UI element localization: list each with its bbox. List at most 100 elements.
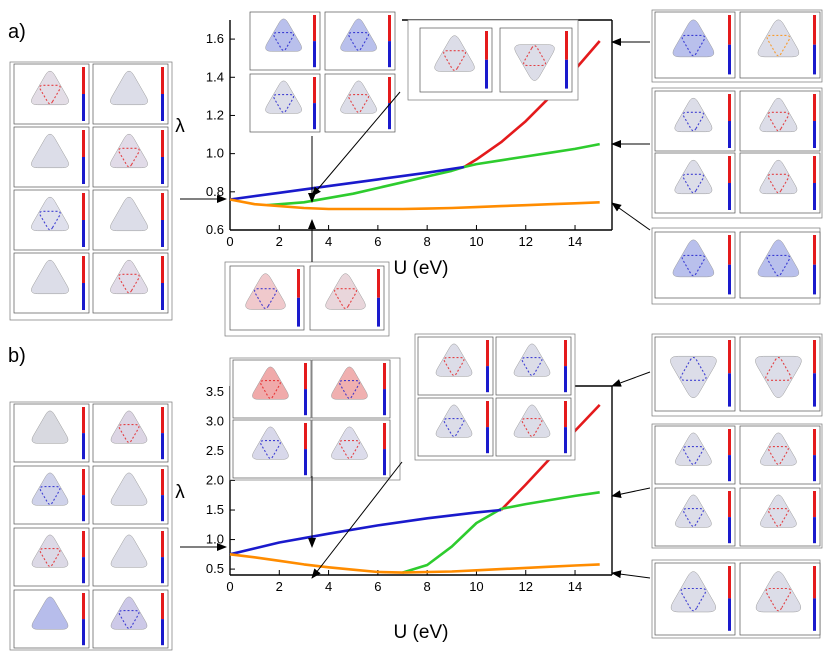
colorbar-top — [82, 407, 85, 434]
inset-pattern — [523, 45, 547, 67]
inset-colorbar — [161, 193, 164, 247]
inset-triangle — [513, 404, 551, 438]
inset-triangle — [110, 410, 148, 444]
inset-colorbar — [161, 469, 164, 522]
y-tick-label: 2.0 — [206, 473, 224, 488]
colorbar-bottom — [728, 44, 731, 75]
inset-map — [654, 152, 736, 214]
series-line-1 — [402, 491, 600, 574]
inset-pattern — [118, 273, 140, 294]
inset-triangle — [331, 366, 368, 400]
pointer-arrow — [611, 371, 651, 387]
y-tick-label: 1.6 — [206, 31, 224, 46]
inset-pattern — [39, 210, 61, 231]
inset-colorbar — [313, 77, 316, 130]
inset-pattern — [254, 288, 277, 309]
inset-triangle — [760, 494, 797, 528]
inset-triangle — [340, 80, 377, 114]
colorbar-top — [813, 235, 816, 265]
inset-pattern — [767, 111, 790, 132]
colorbar-bottom — [304, 389, 307, 416]
y-tick-label: 1.0 — [206, 532, 224, 547]
colorbar-bottom — [564, 427, 567, 454]
inset-colorbar — [304, 363, 307, 416]
y-tick-label: 0.6 — [206, 222, 224, 237]
inset-map — [654, 336, 736, 412]
inset-map — [654, 425, 736, 485]
inset-map — [739, 562, 821, 636]
x-tick-label: 14 — [568, 579, 582, 594]
inset-colorbar — [82, 67, 85, 121]
inset-triangle — [514, 44, 555, 81]
series-line-2 — [229, 508, 502, 556]
series-line-3 — [229, 198, 600, 211]
colorbar-top — [485, 31, 488, 60]
inset-colorbar — [813, 15, 816, 75]
inset-pattern — [682, 173, 705, 194]
colorbar-bottom — [161, 495, 164, 522]
colorbar-top — [82, 193, 85, 220]
colorbar-bottom — [313, 41, 316, 68]
colorbar-top — [313, 15, 316, 42]
colorbar-top — [82, 67, 85, 94]
inset-map — [13, 189, 90, 251]
colorbar-bottom — [813, 121, 816, 148]
x-tick-label: 2 — [276, 579, 283, 594]
inset-colorbar — [728, 566, 731, 631]
colorbar-top — [82, 531, 85, 558]
colorbar-bottom — [82, 220, 85, 247]
pointer-arrows — [180, 38, 651, 579]
inset-triangle — [31, 410, 69, 444]
colorbar-top — [728, 94, 731, 121]
inset-colorbar — [813, 340, 816, 407]
colorbar-top — [297, 269, 300, 298]
pointer-arrow — [611, 487, 651, 499]
colorbar-bottom — [161, 220, 164, 247]
inset-triangle — [674, 97, 713, 133]
inset-triangle — [759, 97, 798, 133]
inset-colorbar — [813, 156, 816, 210]
inset-colorbar — [161, 256, 164, 310]
inset-map — [654, 487, 736, 547]
colorbar-top — [304, 363, 307, 390]
inset-map — [13, 403, 90, 463]
colorbar-bottom — [485, 59, 488, 89]
colorbar-top — [728, 156, 731, 183]
x-tick-label: 0 — [226, 579, 233, 594]
x-tick-label: 8 — [424, 234, 431, 249]
inset-triangle — [675, 494, 712, 528]
colorbar-top — [388, 77, 391, 104]
inset-triangle — [672, 239, 715, 278]
inset-triangle — [252, 426, 289, 460]
inset-colorbar — [813, 491, 816, 544]
colorbar-bottom — [161, 94, 164, 121]
inset-colorbar — [82, 407, 85, 460]
inset-maps — [9, 9, 823, 651]
inset-map — [654, 231, 736, 299]
colorbar-bottom — [82, 495, 85, 522]
y-tick-label: 2.5 — [206, 443, 224, 458]
x-tick-label: 10 — [469, 579, 483, 594]
inset-colorbar — [728, 235, 731, 295]
x-tick-label: 0 — [226, 234, 233, 249]
inset-map — [249, 73, 321, 133]
inset-map — [92, 589, 169, 649]
inset-colorbar — [388, 15, 391, 68]
inset-colorbar — [564, 340, 567, 393]
inset-triangle — [331, 426, 368, 460]
inset-map — [229, 265, 305, 331]
inset-colorbar — [728, 156, 731, 210]
y-axis-label: λ — [175, 482, 185, 503]
y-tick-label: 1.5 — [206, 502, 224, 517]
inset-colorbar — [813, 235, 816, 295]
inset-triangle — [265, 80, 302, 114]
inset-map — [92, 63, 169, 125]
colorbar-bottom — [486, 366, 489, 393]
inset-map — [309, 265, 385, 331]
inset-map — [13, 589, 90, 649]
inset-triangle — [265, 18, 302, 52]
inset-colorbar — [813, 429, 816, 482]
inset-triangle — [759, 159, 798, 195]
colorbar-bottom — [161, 157, 164, 184]
x-tick-label: 4 — [325, 234, 332, 249]
